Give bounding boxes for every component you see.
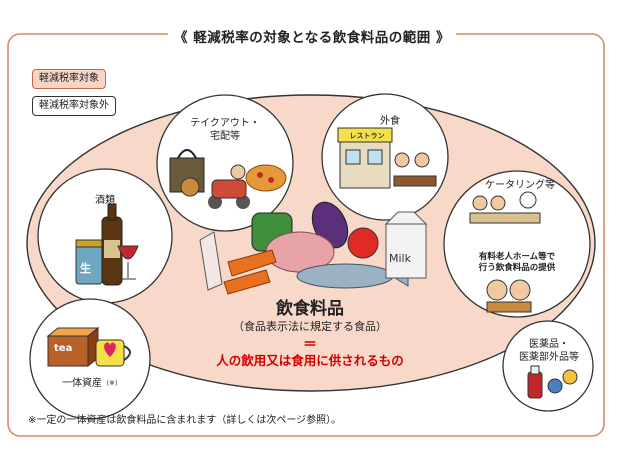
diagram-title: 《 軽減税率の対象となる飲食料品の範囲 》 (0, 26, 624, 46)
medicine-label-line1: 医薬品・ (529, 339, 569, 350)
bundled-asset-mark: （※） (102, 379, 122, 387)
restaurant-illustration (337, 127, 393, 189)
tea-box-label: tea (54, 343, 73, 354)
pills-illustration (547, 369, 578, 394)
alcohol-label: 酒類 (95, 195, 115, 206)
nursing-home-label-line1: 有料老人ホーム等で (478, 252, 556, 262)
delivery-scooter-illustration (208, 164, 250, 209)
milk-carton-label: Milk (389, 252, 411, 265)
food-definition: 人の飲用又は食用に供されるもの (216, 353, 404, 368)
bundled-asset-label: 一体資産（※） (52, 377, 132, 390)
restaurant-sign-label: レストラン (349, 132, 385, 140)
wine-glass-illustration (117, 245, 139, 280)
gift-mug-illustration (95, 339, 131, 367)
beer-can-label: 生 (80, 262, 91, 275)
takeout-label-line2: 宅配等 (210, 131, 240, 142)
nursing-home-label: 有料老人ホーム等で 行う飲食料品の提供 (458, 252, 576, 274)
medicine-label-line2: 医薬部外品等 (519, 352, 579, 363)
food-group-illustration (199, 201, 428, 295)
footnote: ※一定の一体資産は飲食料品に含まれます（詳しくは次ページ参照）。 (28, 415, 342, 426)
diners-illustration (393, 152, 437, 187)
medicine-label: 医薬品・ 医薬部外品等 (508, 338, 590, 364)
legend-in-scope: 軽減税率対象 (32, 69, 106, 89)
elderly-people-illustration (486, 279, 532, 313)
takeout-label-line1: テイクアウト・ (190, 118, 260, 129)
legend-out-of-scope: 軽減税率対象外 (32, 96, 116, 116)
food-main-label: 飲食料品 (276, 299, 344, 319)
wine-bottle-illustration (101, 203, 123, 286)
tea-box-illustration (46, 326, 100, 368)
catering-label: ケータリング等 (485, 180, 555, 191)
takeout-bag-illustration (169, 149, 205, 197)
takeout-circle (156, 94, 294, 232)
takeout-label: テイクアウト・ 宅配等 (170, 117, 280, 143)
medicine-circle (502, 320, 594, 412)
dining-out-label: 外食 (380, 116, 400, 127)
nursing-home-label-line2: 行う飲食料品の提供 (478, 263, 556, 273)
equals-sign: ＝ (303, 337, 317, 353)
food-sub-label: （食品表示法に規定する食品） (233, 320, 387, 333)
bundled-asset-text: 一体資産 (62, 378, 103, 389)
catering-people-illustration (469, 191, 541, 224)
medicine-bottle-illustration (527, 365, 543, 399)
pizza-illustration (245, 164, 287, 192)
